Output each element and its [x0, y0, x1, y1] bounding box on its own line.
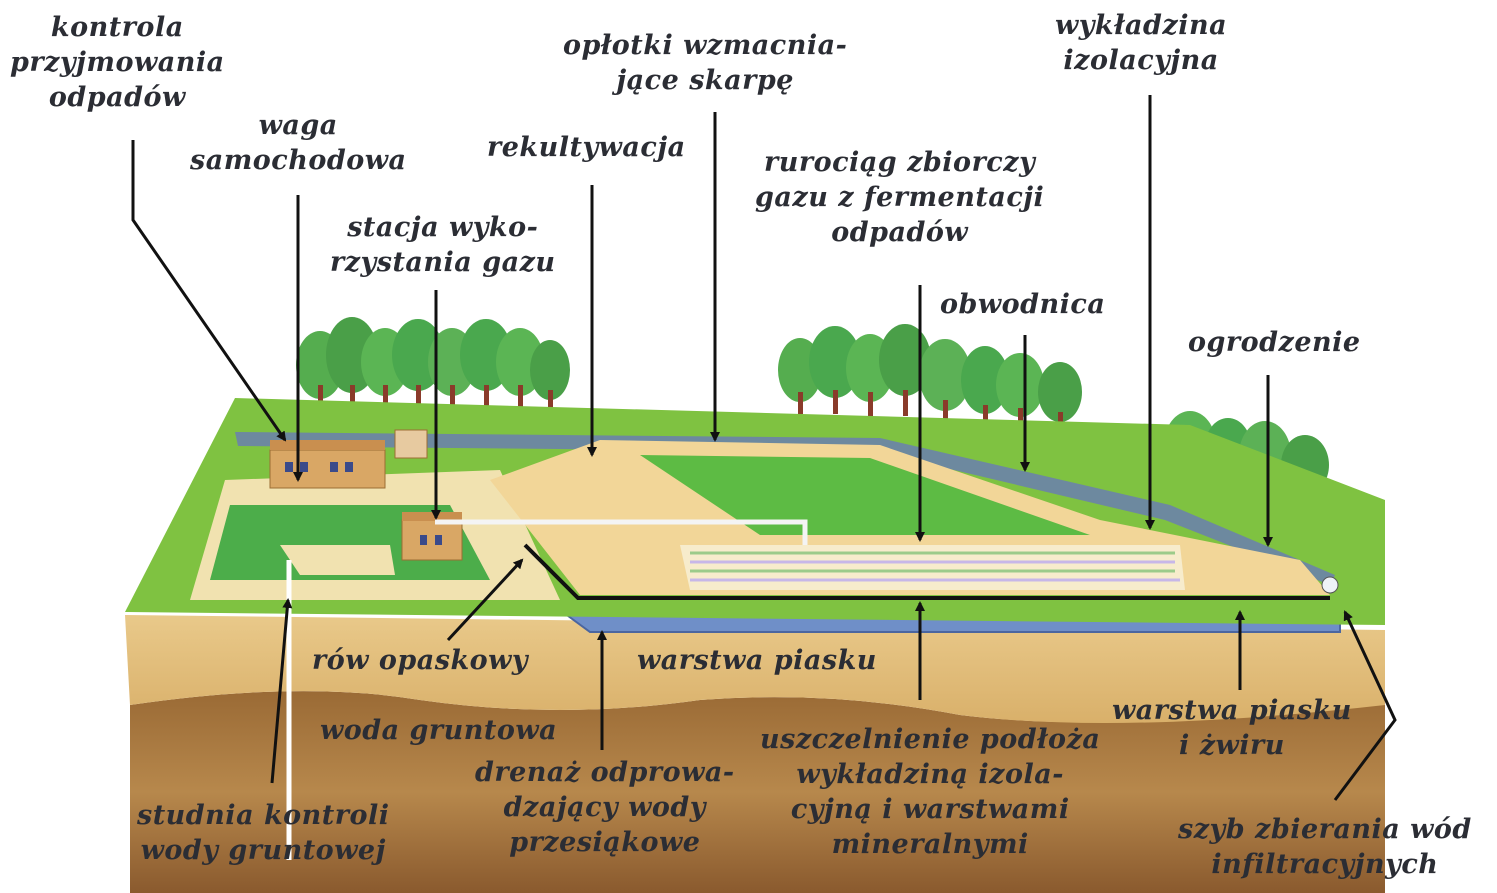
- label-row: rów opaskowy: [312, 643, 528, 678]
- label-waga: waga samochodowa: [190, 108, 406, 178]
- label-drenaz: drenaż odprowa- dzający wody przesiąkowe: [475, 755, 735, 860]
- label-warstwa-zwiru: warstwa piasku i żwiru: [1112, 693, 1352, 763]
- label-obwodnica: obwodnica: [940, 287, 1105, 322]
- label-rurociag: rurociąg zbiorczy gazu z fermentacji odp…: [755, 145, 1044, 250]
- label-stacja: stacja wyko- rzystania gazu: [330, 210, 556, 280]
- label-ogrodzenie: ogrodzenie: [1188, 325, 1361, 360]
- label-szyb: szyb zbierania wód infiltracyjnych: [1178, 812, 1472, 882]
- tree-group-left: [296, 317, 570, 410]
- label-warstwa-piasku: warstwa piasku: [637, 643, 877, 678]
- label-kontrola: kontrola przyjmowania odpadów: [10, 10, 225, 115]
- label-wykladzina: wykładzina izolacyjna: [1055, 8, 1227, 78]
- label-woda: woda gruntowa: [320, 713, 557, 748]
- label-uszczelnienie: uszczelnienie podłoża wykładziną izola- …: [760, 722, 1100, 862]
- label-rekultywacja: rekultywacja: [487, 130, 686, 165]
- label-studnia: studnia kontroli wody gruntowej: [137, 798, 390, 868]
- label-oplotki: opłotki wzmacnia- jące skarpę: [563, 28, 847, 98]
